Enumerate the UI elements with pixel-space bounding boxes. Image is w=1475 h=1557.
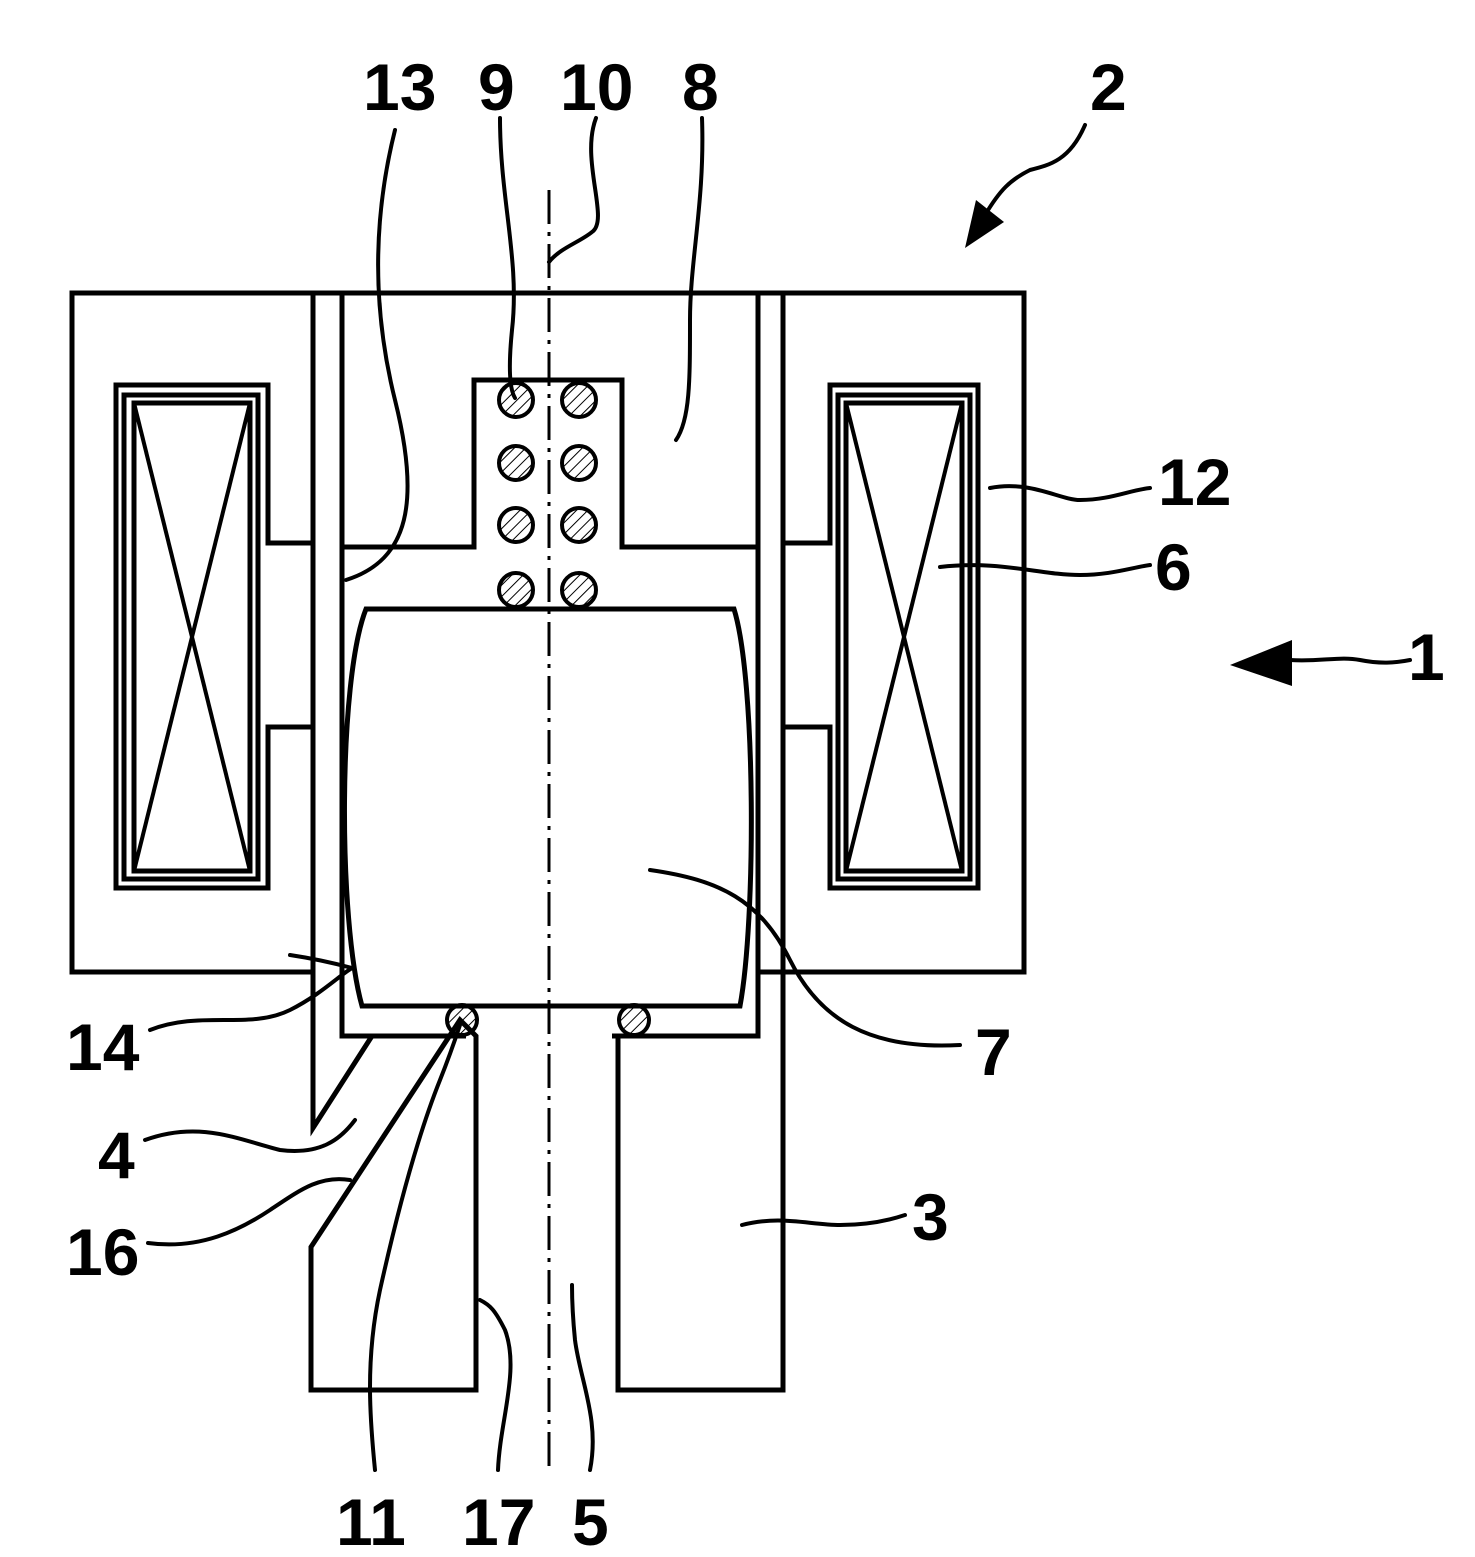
- label-9: 9: [478, 50, 515, 124]
- valve-body-left: [311, 1020, 476, 1390]
- label-7: 7: [975, 1015, 1012, 1089]
- label-4: 4: [98, 1118, 135, 1192]
- label-13: 13: [363, 50, 436, 124]
- arrowhead-1: [1230, 640, 1292, 686]
- arrowhead-2: [965, 200, 1004, 248]
- label-12: 12: [1158, 445, 1231, 519]
- label-8: 8: [682, 50, 719, 124]
- label-5: 5: [572, 1485, 609, 1557]
- label-14: 14: [66, 1010, 140, 1084]
- label-16: 16: [66, 1215, 139, 1289]
- label-3: 3: [912, 1180, 949, 1254]
- label-2: 2: [1090, 50, 1127, 124]
- label-11: 11: [336, 1485, 406, 1557]
- coil-right: [838, 395, 970, 879]
- coil-left: [124, 395, 258, 879]
- label-10: 10: [560, 50, 633, 124]
- label-17: 17: [462, 1485, 535, 1557]
- sleeve-right-wall: [758, 293, 783, 972]
- leader-lines: [145, 118, 1410, 1470]
- label-6: 6: [1155, 530, 1192, 604]
- label-1: 1: [1408, 620, 1445, 694]
